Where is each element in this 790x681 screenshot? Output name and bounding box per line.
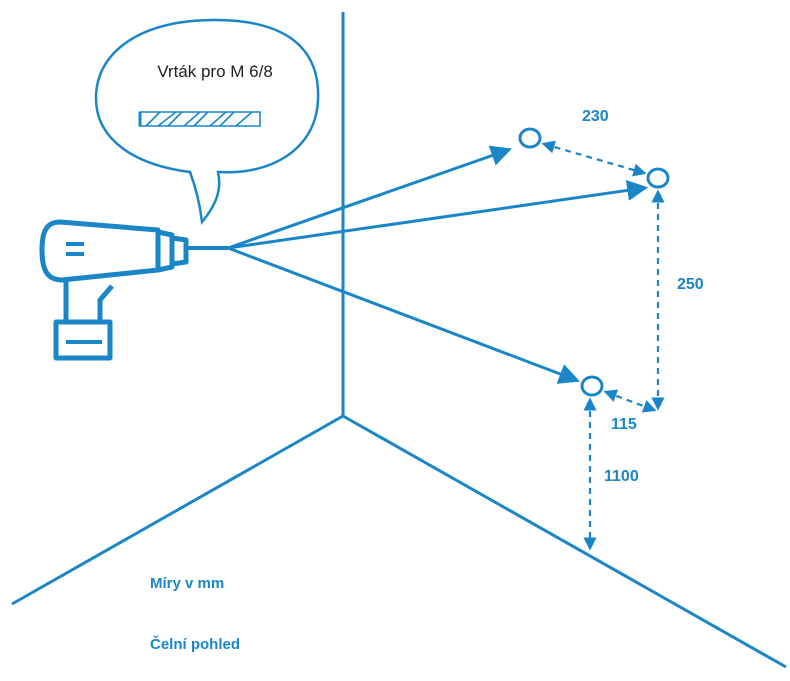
dimension-115-label: 115 xyxy=(611,416,637,433)
drill-chuck xyxy=(157,229,175,273)
dim-line-115 xyxy=(603,389,657,413)
dimension-lines xyxy=(541,140,665,551)
arrow-to-bottom-hole xyxy=(227,246,580,384)
dimension-250-label: 250 xyxy=(677,276,704,293)
speech-bubble xyxy=(94,18,320,226)
drill-handle xyxy=(63,280,114,325)
drill-battery xyxy=(53,319,113,361)
floor-edge-left xyxy=(11,414,344,606)
drill-holes xyxy=(518,127,670,397)
arrow-to-top-right-hole xyxy=(227,180,649,250)
hole-top-left xyxy=(518,127,542,149)
hole-bottom xyxy=(580,375,604,397)
dimension-230-label: 230 xyxy=(582,108,609,125)
dimension-1100-label: 1100 xyxy=(604,468,639,485)
drill-nose xyxy=(171,235,189,267)
arrow-to-top-left-hole xyxy=(227,145,512,250)
cordless-drill-icon xyxy=(39,219,228,361)
view-note: Čelní pohled xyxy=(150,636,240,653)
hole-top-right xyxy=(646,167,670,189)
drill-bit-label: Vrták pro M 6/8 xyxy=(157,62,273,81)
room-corner xyxy=(11,12,787,669)
floor-edge-right xyxy=(342,414,787,669)
units-note: Míry v mm xyxy=(150,575,225,592)
drill-direction-arrows xyxy=(227,145,649,384)
drill-bit-icon xyxy=(138,111,261,127)
drill-body xyxy=(39,219,161,283)
dim-line-230 xyxy=(541,140,647,177)
